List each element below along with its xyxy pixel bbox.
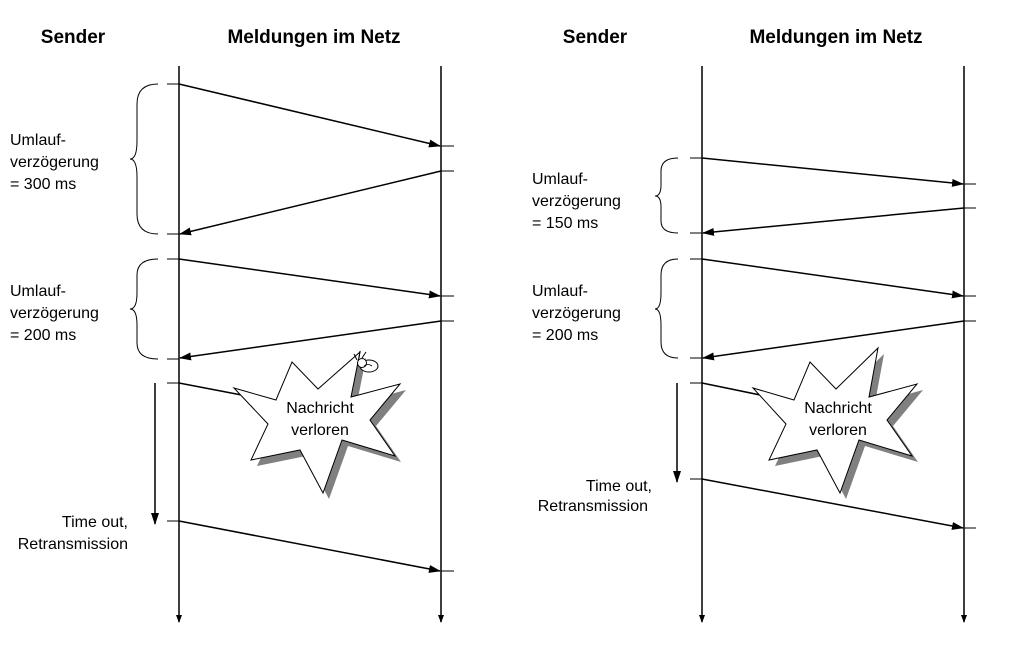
right-message-1	[701, 157, 964, 187]
right-diagram: Sender Meldungen im Netz	[532, 27, 976, 623]
right-rtt2-line1: Umlauf-	[532, 283, 588, 300]
left-retransmission-message	[178, 520, 441, 573]
right-network-ticks	[964, 183, 976, 529]
left-rtt1-line3: = 300 ms	[10, 176, 76, 193]
right-rtt1-line1: Umlauf-	[532, 171, 588, 188]
left-ack-2	[179, 320, 442, 361]
right-timeout-line2: Retransmission	[538, 498, 648, 515]
left-loss-explosion: Nachricht verloren	[232, 350, 406, 499]
left-message-2	[178, 258, 441, 299]
left-diagram: Sender Meldungen im Netz	[10, 27, 454, 623]
left-rtt1-line2: verzögerung	[10, 154, 99, 171]
right-sender-ticks	[690, 157, 702, 480]
right-message-2	[701, 258, 964, 299]
left-rtt2-line2: verzögerung	[10, 305, 99, 322]
left-timeout-line1: Time out,	[62, 514, 128, 531]
left-loss-line1: Nachricht	[286, 400, 354, 417]
left-sender-ticks	[167, 83, 179, 522]
left-ack-1	[179, 170, 442, 236]
left-rtt2-line3: = 200 ms	[10, 327, 76, 344]
right-loss-explosion: Nachricht verloren	[751, 346, 923, 499]
right-brace-rtt1	[654, 157, 679, 234]
left-message-1	[178, 83, 441, 148]
right-network-header: Meldungen im Netz	[749, 27, 922, 48]
right-rtt2-line2: verzögerung	[532, 305, 621, 322]
right-rtt2-line3: = 200 ms	[532, 327, 598, 344]
left-brace-rtt2	[129, 258, 159, 360]
left-network-ticks	[441, 145, 454, 572]
right-rtt1-line3: = 150 ms	[532, 215, 598, 232]
left-rtt1-line1: Umlauf-	[10, 132, 66, 149]
left-loss-line2: verloren	[291, 422, 349, 439]
right-loss-line2: verloren	[809, 422, 867, 439]
right-sender-header: Sender	[563, 27, 628, 48]
right-brace-rtt2	[654, 258, 679, 359]
right-retransmission-message	[701, 478, 964, 530]
right-loss-line1: Nachricht	[804, 400, 872, 417]
left-brace-rtt1	[129, 83, 159, 235]
right-ack-2	[702, 320, 965, 361]
left-rtt2-line1: Umlauf-	[10, 283, 66, 300]
left-sender-header: Sender	[41, 27, 106, 48]
left-timeout-line2: Retransmission	[18, 536, 128, 553]
right-rtt1-line2: verzögerung	[532, 193, 621, 210]
bomb-icon	[353, 350, 379, 373]
right-timeout-line1: Time out,	[586, 478, 652, 495]
right-ack-1	[702, 207, 965, 236]
left-network-header: Meldungen im Netz	[227, 27, 400, 48]
